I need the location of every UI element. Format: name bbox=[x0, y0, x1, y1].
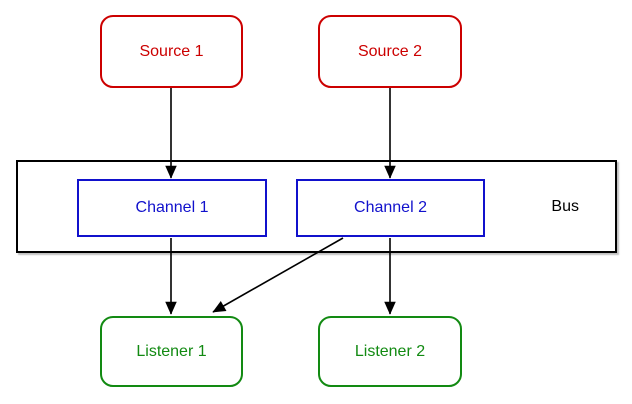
node-listener-2-label: Listener 2 bbox=[354, 342, 426, 360]
node-bus-label: Bus bbox=[551, 197, 579, 215]
node-source-1: Source 1 bbox=[100, 15, 243, 88]
node-source-2: Source 2 bbox=[318, 15, 462, 88]
node-channel-2: Channel 2 bbox=[296, 179, 485, 237]
node-channel-1: Channel 1 bbox=[77, 179, 267, 237]
node-listener-1: Listener 1 bbox=[100, 316, 243, 387]
node-source-2-label: Source 2 bbox=[357, 42, 423, 60]
node-listener-2: Listener 2 bbox=[318, 316, 462, 387]
node-listener-1-label: Listener 1 bbox=[136, 342, 207, 360]
node-channel-1-label: Channel 1 bbox=[135, 199, 209, 216]
node-source-1-label: Source 1 bbox=[139, 42, 204, 60]
node-channel-2-label: Channel 2 bbox=[354, 199, 427, 216]
